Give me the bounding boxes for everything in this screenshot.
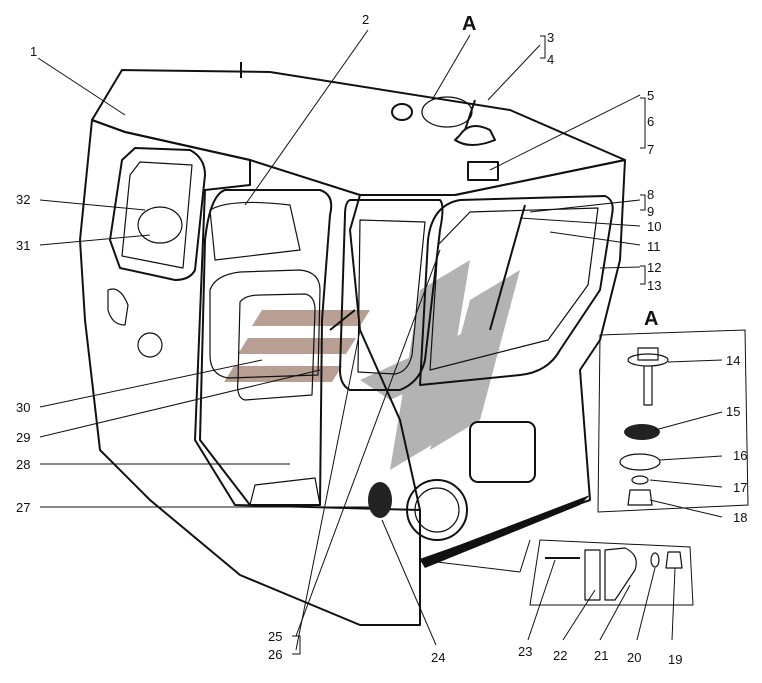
callout-labels: 1 2 3 4 5 6 7 8 9 10 11 12 13 14 15 16 1… xyxy=(16,12,747,667)
cab-left-side xyxy=(79,119,421,626)
view-a-label: A xyxy=(462,13,476,35)
callout-15: 15 xyxy=(726,404,740,419)
callout-3: 3 xyxy=(547,30,554,45)
callout-21: 21 xyxy=(594,648,608,663)
floor-mat xyxy=(249,477,321,506)
callout-27: 27 xyxy=(16,500,30,515)
cab-body xyxy=(79,62,626,626)
door-handle xyxy=(329,309,356,331)
callout-12: 12 xyxy=(647,260,661,275)
callout-1: 1 xyxy=(30,44,37,59)
callout-23: 23 xyxy=(518,644,532,659)
door-window-glass xyxy=(357,219,426,375)
lower-step xyxy=(420,495,590,568)
roof-view-a xyxy=(421,96,473,128)
hinge-plate-22 xyxy=(584,549,601,601)
callout-18: 18 xyxy=(733,510,747,525)
callout-20: 20 xyxy=(627,650,641,665)
windshield-glass xyxy=(429,207,599,371)
callout-13: 13 xyxy=(647,278,661,293)
rear-window-glass xyxy=(121,161,193,269)
callout-10: 10 xyxy=(647,219,661,234)
headlight xyxy=(406,479,468,541)
rear-window-latch xyxy=(137,206,183,244)
windshield-frame xyxy=(419,195,614,386)
callout-19: 19 xyxy=(668,652,682,667)
callout-11: 11 xyxy=(647,239,661,254)
callout-29: 29 xyxy=(16,430,30,445)
callout-2: 2 xyxy=(362,12,369,27)
leader-lines xyxy=(37,29,723,655)
rear-window-frame xyxy=(109,147,206,281)
flat-washer xyxy=(631,475,649,485)
headlight-lens xyxy=(414,487,460,533)
callout-28: 28 xyxy=(16,457,30,472)
callout-9: 9 xyxy=(647,204,654,219)
bolt xyxy=(627,347,669,406)
nut xyxy=(627,489,653,506)
door-window-frame xyxy=(339,199,444,391)
inset-frame xyxy=(597,329,749,513)
callout-30: 30 xyxy=(16,400,30,415)
roof-ring-bolt xyxy=(391,103,413,121)
callout-5: 5 xyxy=(647,88,654,103)
side-grip xyxy=(107,288,129,326)
callout-14: 14 xyxy=(726,353,740,368)
callout-16: 16 xyxy=(733,448,747,463)
rubber-washer xyxy=(624,424,660,440)
roof-bracket xyxy=(467,161,499,181)
callout-17: 17 xyxy=(733,480,747,495)
callout-26: 26 xyxy=(268,647,282,662)
callout-22: 22 xyxy=(553,648,567,663)
nut-19 xyxy=(665,551,683,569)
roof-antenna xyxy=(454,99,496,146)
inset-view-a xyxy=(597,329,749,513)
hinge-frame xyxy=(529,539,694,606)
callout-31: 31 xyxy=(16,238,30,253)
callout-32: 32 xyxy=(16,192,30,207)
callout-6: 6 xyxy=(647,114,654,129)
hinge-half-21 xyxy=(604,547,637,601)
callout-8: 8 xyxy=(647,187,654,202)
damper xyxy=(619,453,661,471)
washer-20 xyxy=(650,552,660,568)
watermark-logo xyxy=(224,260,520,470)
callout-7: 7 xyxy=(647,142,654,157)
callout-4: 4 xyxy=(547,52,554,67)
mirror xyxy=(368,482,392,518)
side-vent xyxy=(137,332,163,358)
callout-25: 25 xyxy=(268,629,282,644)
wiper xyxy=(489,204,526,331)
hinge-assembly xyxy=(419,539,694,606)
callout-24: 24 xyxy=(431,650,445,665)
front-grille xyxy=(469,421,536,483)
inset-view-a-label: A xyxy=(644,308,658,330)
